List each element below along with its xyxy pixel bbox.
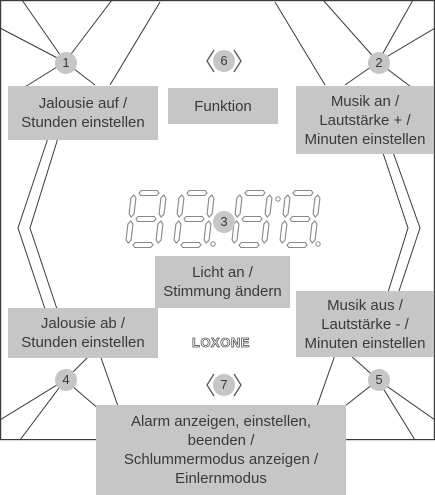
label-button-1: Jalousie auf / Stunden einstellen [8,86,158,140]
button-1-lines [0,0,161,91]
segment-h3 [180,241,202,249]
segment-v4 [203,220,212,244]
segment-v2 [158,194,167,218]
label-button-6: Funktion [168,88,278,124]
clock-digit-3 [231,189,273,249]
clock-digit-2 [173,189,215,249]
segment-v2 [312,194,321,218]
badge-2: 2 [368,52,390,74]
label-button-4: Jalousie ab / Stunden einstellen [8,308,158,358]
segment-h3 [132,241,154,249]
segment-v2 [264,194,273,218]
segment-h1 [138,189,160,197]
label-button-3: Licht an / Stimmung ändern [155,256,290,308]
degree-dot [275,196,281,202]
angle-brackets-7 [206,373,242,397]
segment-v1 [282,194,291,218]
decimal-dot [315,241,321,247]
segment-v1 [176,194,185,218]
clock-digit-4 [279,189,321,249]
segment-h2 [183,215,205,223]
segment-v2 [206,194,215,218]
segment-v4 [261,220,270,244]
label-button-5: Musik aus / Lautstärke - / Minuten einst… [296,291,434,357]
segment-v1 [234,194,243,218]
colon-dot-bottom [210,241,216,247]
badge-1: 1 [55,52,77,74]
segment-h1 [244,189,266,197]
segment-h2 [241,215,263,223]
badge-6: 6 [213,50,235,72]
segment-v4 [155,220,164,244]
segment-h3 [286,241,308,249]
right-side-shape [377,137,421,319]
segment-h2 [289,215,311,223]
segment-v1 [128,194,137,218]
clock-digits-display [125,189,321,249]
badge-4: 4 [55,369,77,391]
segment-v3 [125,220,134,244]
left-side-shape [17,137,61,319]
segment-v3 [279,220,288,244]
angle-brackets-6 [206,49,242,73]
badge-5: 5 [368,369,390,391]
segment-h1 [292,189,314,197]
segment-h3 [238,241,260,249]
segment-h2 [135,215,157,223]
badge-3: 3 [213,211,235,233]
loxone-logo: LOXONE [192,335,250,351]
segment-h1 [186,189,208,197]
segment-v3 [173,220,182,244]
label-button-2: Musik an / Lautstärke + / Minuten einste… [296,86,434,154]
label-button-7: Alarm anzeigen, einstellen, beenden / Sc… [96,405,346,495]
segment-v4 [309,220,318,244]
badge-7: 7 [213,374,235,396]
button-2-lines [274,0,435,91]
clock-digit-1 [125,189,167,249]
